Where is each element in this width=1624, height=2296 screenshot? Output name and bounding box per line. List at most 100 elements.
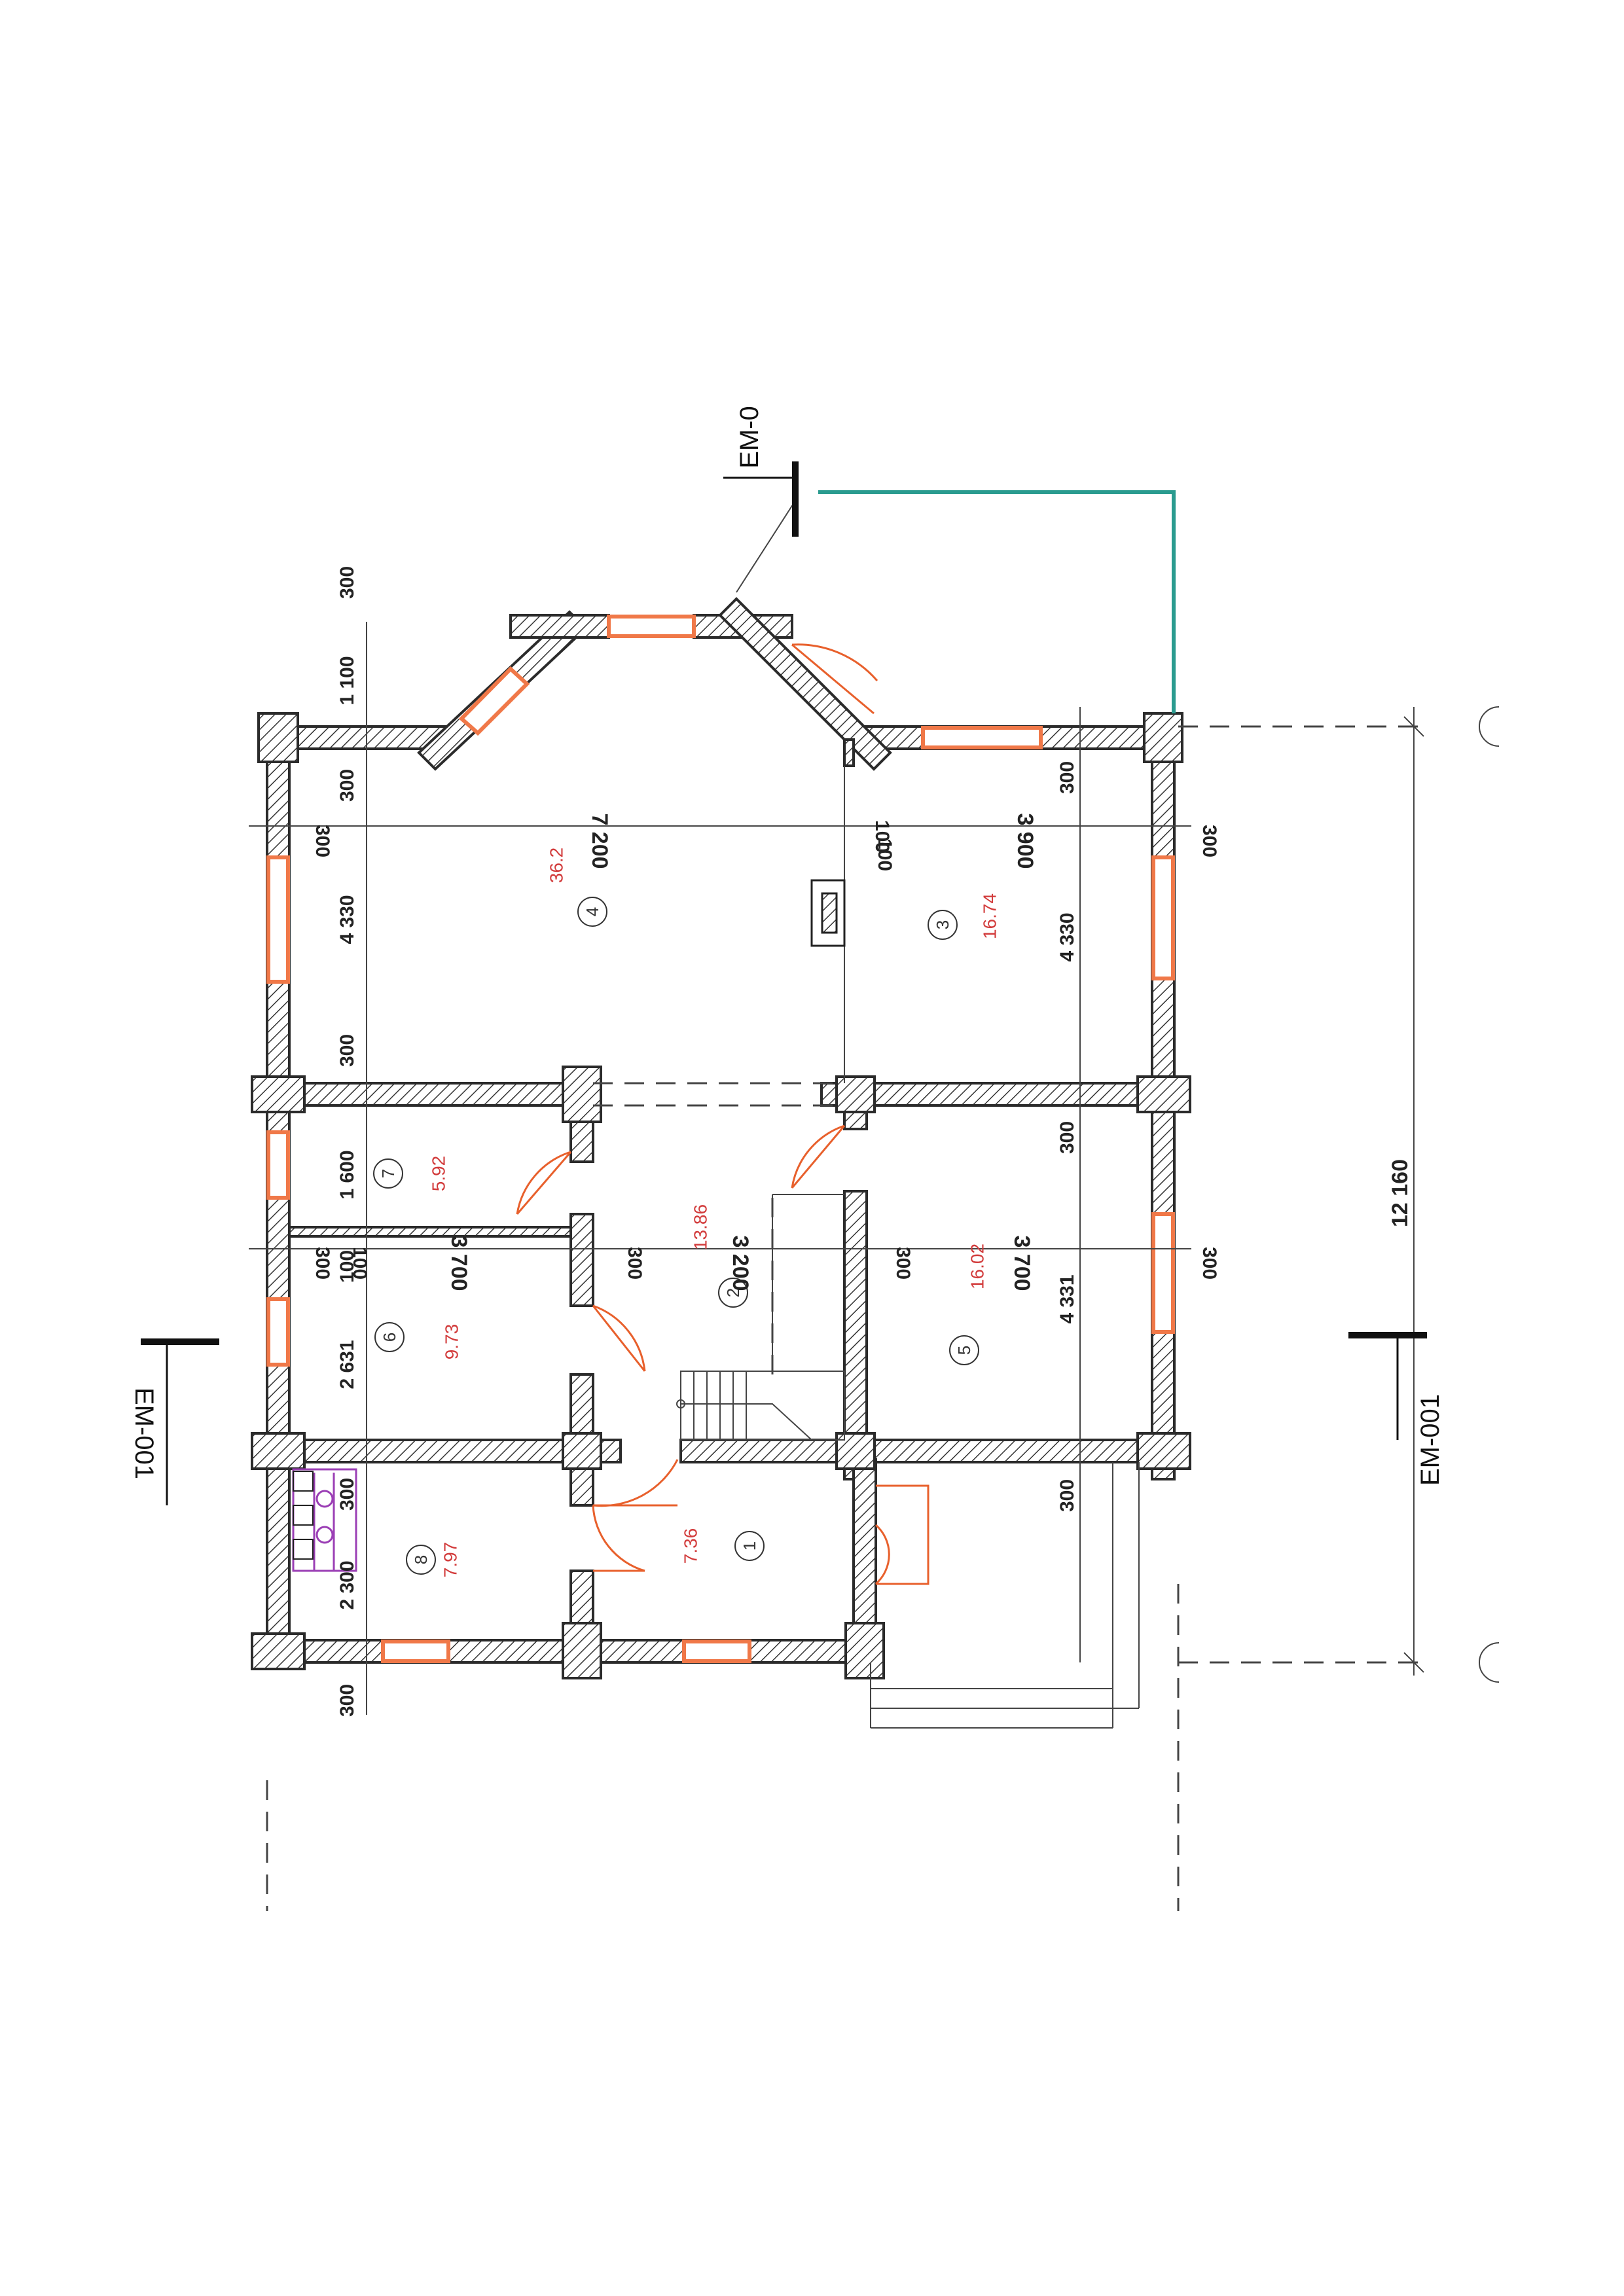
room-area: 36.2 (547, 848, 567, 884)
junction (835, 1075, 876, 1113)
room-1: 1 7.36 (681, 1528, 765, 1564)
dim-label: 3 700 (446, 1235, 471, 1291)
wall-interior-v2b (843, 1190, 868, 1464)
room-number: 7 (378, 1169, 398, 1178)
junction (257, 712, 299, 763)
stair-start (676, 1399, 685, 1408)
room-2: 2 13.86 (691, 1204, 748, 1308)
wall-junctions (251, 712, 1191, 1679)
wall-interior-h2 (288, 1226, 572, 1238)
junction (1136, 1432, 1191, 1470)
window-right-1 (1151, 855, 1175, 980)
wall-interior-h1-left (266, 1082, 596, 1107)
fireplace (810, 879, 846, 947)
room-number-circle (718, 1278, 748, 1308)
stairs (676, 1371, 845, 1441)
dim-overall: 12 160 (1388, 1159, 1413, 1227)
room-5: 5 16.02 (949, 1244, 988, 1365)
dim-label: 300 (1056, 1121, 1078, 1154)
junction (562, 1432, 602, 1470)
room-number-circle (928, 910, 958, 940)
room-labels: 1 7.36 2 13.86 3 16.74 4 36.2 5 16.02 6 … (373, 848, 1000, 1577)
junction (251, 1075, 306, 1113)
windows (266, 615, 1175, 1663)
stair-direction (681, 1403, 812, 1441)
dim-label: 300 (336, 769, 358, 802)
dim-label: 300 (1056, 761, 1078, 794)
room-number: 8 (411, 1555, 431, 1564)
door-room7 (516, 1151, 572, 1215)
dim-label: 300 (1056, 1479, 1078, 1512)
dim-label: 2 300 (336, 1560, 358, 1609)
dim-label: 300 (892, 1247, 914, 1280)
window-right-2 (1151, 1212, 1175, 1334)
dim-label: 300 (312, 1247, 333, 1280)
door-room6 (592, 1304, 646, 1372)
room-4: 4 36.2 (547, 848, 607, 927)
grid-cell (293, 1505, 314, 1526)
room-number: 4 (583, 907, 602, 916)
section-cuts (141, 461, 1427, 1505)
junction (844, 1622, 885, 1679)
tick (1403, 716, 1424, 737)
dim-label: 300 (624, 1247, 645, 1280)
overall-dimension (1403, 706, 1500, 1683)
room-number-circle (577, 897, 607, 927)
dim-label: 300 (312, 825, 333, 857)
fixture-basin (316, 1526, 334, 1544)
wall-interior-h3-right (679, 1439, 1176, 1463)
dim-label: 4 330 (336, 895, 358, 944)
room-area: 5.92 (429, 1156, 449, 1192)
room-area: 7.36 (681, 1528, 701, 1564)
wall-interior-h1-right (820, 1082, 1176, 1107)
dim-label: 2 631 (336, 1340, 358, 1389)
junction (1143, 712, 1183, 763)
room-number: 6 (380, 1333, 399, 1342)
dimensions-row-top: 300 7 200 100 100 3 900 300 (312, 813, 1220, 871)
room-3: 3 16.74 (928, 893, 1000, 940)
dim-label: 1 100 (336, 656, 358, 705)
fixture-basin (316, 1490, 334, 1508)
dim-label: 300 (336, 566, 358, 599)
grid-cell (293, 1471, 314, 1492)
section-label-left: EM-001 (130, 1388, 158, 1479)
dim-label: 100 (871, 820, 893, 853)
dim-label: 300 (336, 1034, 358, 1067)
door-entrance (875, 1484, 929, 1585)
bathroom-grid (293, 1471, 314, 1560)
dim-label: 100 (349, 1247, 370, 1280)
room-number: 3 (933, 920, 952, 929)
thin-lines (249, 500, 1191, 1729)
window-left-2 (266, 1130, 290, 1200)
dim-label: 300 (1199, 1247, 1220, 1280)
junction (1136, 1075, 1191, 1113)
dim-label: 300 (1199, 825, 1220, 857)
room-number-circle (373, 1158, 403, 1189)
dimensions-row-middle: 300 100 3 700 300 3 200 300 3 700 300 (312, 1235, 1220, 1291)
fireplace-core (821, 892, 838, 934)
room-number-circle (374, 1322, 405, 1352)
dimensions-left-chain: 300 1 100 300 4 330 300 1 600 100 2 631 … (336, 566, 358, 1717)
room-number-circle (949, 1335, 979, 1365)
room-number: 1 (740, 1541, 759, 1551)
dim-label: 300 (336, 1684, 358, 1717)
window-bottom-1 (381, 1640, 450, 1663)
room-number: 2 (723, 1288, 743, 1297)
axis-bubble (1479, 1642, 1500, 1683)
window-bay-left (458, 666, 530, 736)
window-left-3 (266, 1297, 290, 1367)
dim-label: 7 200 (587, 813, 612, 869)
dim-label: 100 (336, 1250, 358, 1283)
door-bay (791, 643, 878, 715)
dim-label: 100 (874, 838, 895, 871)
room-area: 9.73 (442, 1324, 462, 1360)
wall-bay-right (718, 597, 892, 771)
tick (1403, 1652, 1424, 1673)
walls (266, 597, 1176, 1664)
dim-label: 300 (336, 1478, 358, 1511)
wall-bay-top-left (509, 614, 610, 639)
door-room3 (791, 1124, 846, 1189)
room-number-circle (734, 1531, 765, 1561)
fireplace-frame (810, 879, 846, 947)
